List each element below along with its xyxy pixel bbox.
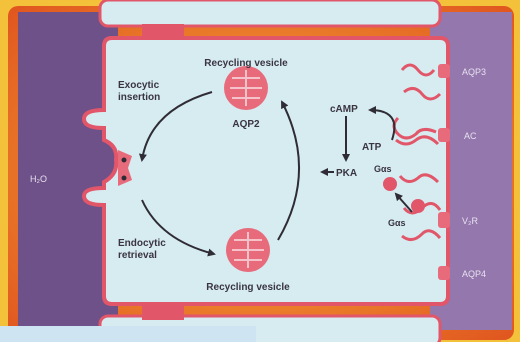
bottom-overlay <box>0 326 256 342</box>
label-aqp4: AQP4 <box>462 269 486 279</box>
label-exocytic-2: insertion <box>118 92 160 103</box>
ac-enzyme <box>438 128 450 142</box>
aqp4-channel <box>438 266 450 280</box>
principal-cell <box>84 38 448 304</box>
label-pka: PKA <box>336 168 357 179</box>
vesicle-bottom <box>226 228 270 272</box>
label-endocytic-2: retrieval <box>118 250 157 261</box>
gas-sphere-bottom <box>411 199 425 213</box>
label-exocytic-1: Exocytic <box>118 80 160 91</box>
vesicle-top <box>224 66 268 110</box>
gas-sphere-top <box>383 177 397 191</box>
label-h2o: H₂O <box>30 174 47 184</box>
label-atp: ATP <box>362 142 382 153</box>
label-aqp2: AQP2 <box>232 119 260 130</box>
label-ac: AC <box>464 131 477 141</box>
label-recycling-vesicle-bottom: Recycling vesicle <box>206 282 290 293</box>
v2r-receptor <box>438 212 450 228</box>
label-recycling-vesicle-top: Recycling vesicle <box>204 58 288 69</box>
label-gas-top: Gαs <box>374 164 392 174</box>
label-aqp3: AQP3 <box>462 67 486 77</box>
neighbor-cell-top <box>100 0 440 26</box>
label-camp: cAMP <box>330 104 358 115</box>
label-endocytic-1: Endocytic <box>118 238 166 249</box>
aqp3-channel <box>438 64 450 78</box>
label-v2r: V₂R <box>462 216 478 226</box>
label-gas-bottom: Gαs <box>388 218 406 228</box>
